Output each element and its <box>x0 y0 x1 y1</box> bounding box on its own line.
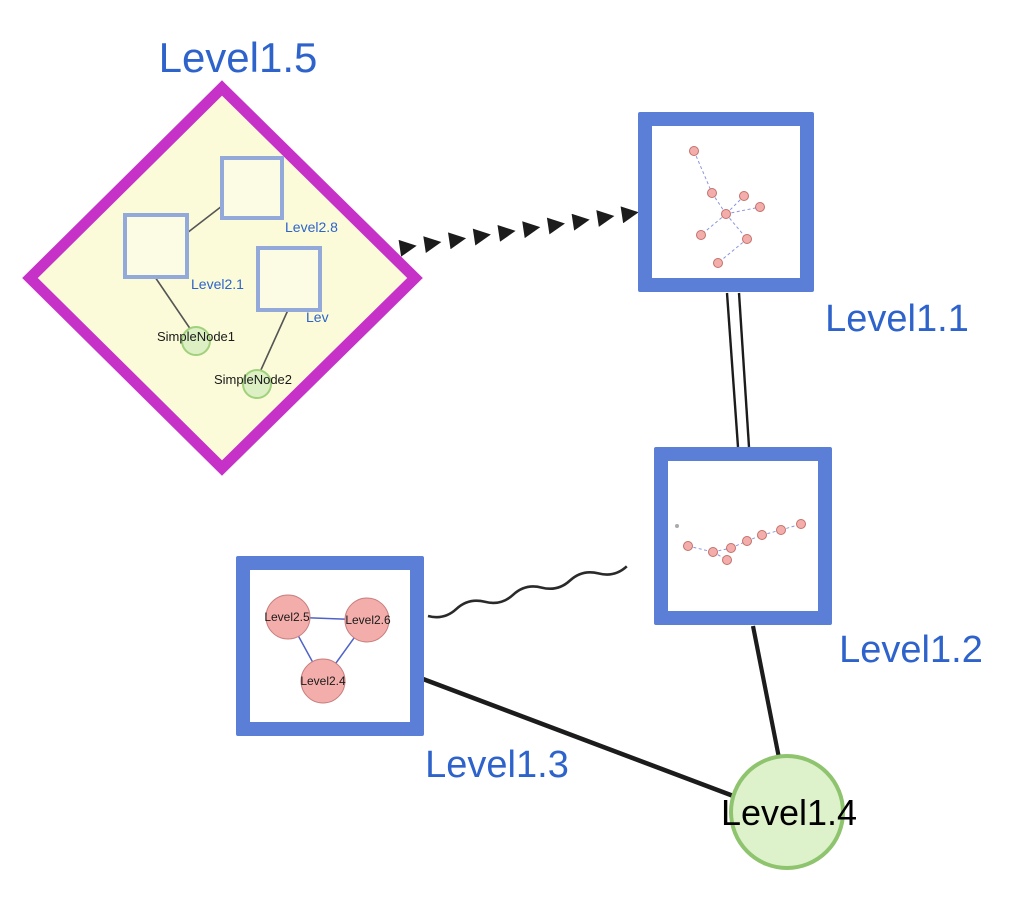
node-level12-mininodes <box>675 519 806 565</box>
mini-node <box>757 530 767 540</box>
edge-level21-simplenode1[interactable] <box>154 276 192 331</box>
node-level13-label: Level1.3 <box>425 744 569 786</box>
node-level15-diamond[interactable] <box>22 80 423 476</box>
mini-node <box>721 209 731 219</box>
node-simplenode2-label: SimpleNode2 <box>214 372 292 387</box>
node-simplenode1-circle[interactable] <box>181 326 211 356</box>
mini-edge <box>693 150 713 194</box>
node-level12-body[interactable] <box>668 461 818 611</box>
edge-level13-level14[interactable] <box>422 676 737 800</box>
mini-node <box>689 146 699 156</box>
node-level14-group: Level1.4 <box>721 754 857 870</box>
edge-level13-level12[interactable] <box>427 565 628 619</box>
node-level14-circle[interactable] <box>729 754 845 870</box>
edge-level15-level11[interactable] <box>398 206 639 257</box>
mini-edge <box>717 238 748 264</box>
node-level25-circle[interactable] <box>265 594 311 640</box>
mini-edge <box>711 192 727 215</box>
mini-node <box>742 234 752 244</box>
mini-node <box>742 536 752 546</box>
node-level11-body[interactable] <box>652 126 800 278</box>
mini-node <box>726 543 736 553</box>
mini-node <box>696 230 706 240</box>
edge-line[interactable] <box>737 292 751 448</box>
mini-edge <box>725 195 745 215</box>
mini-node <box>722 555 732 565</box>
mini-node <box>683 541 693 551</box>
mini-edge <box>687 545 714 553</box>
node-level21-label: Level2.1 <box>191 276 244 292</box>
node-level21-square[interactable] <box>123 213 189 279</box>
node-level25-label: Level2.5 <box>264 610 310 624</box>
node-level26-label: Level2.6 <box>345 613 391 627</box>
node-level12-label: Level1.2 <box>839 629 983 671</box>
mini-node <box>707 188 717 198</box>
edge-level12-level14[interactable] <box>750 625 782 759</box>
node-level11-minigraph <box>693 150 761 264</box>
edges-layer <box>398 206 782 800</box>
node-level28-label: Level2.8 <box>285 219 338 235</box>
node-level24-circle[interactable] <box>300 658 346 704</box>
node-level11-group: Level1.1 <box>638 112 969 340</box>
mini-node <box>776 525 786 535</box>
node-level13-group: Level2.5 Level2.6 Level2.4 Level1.3 <box>236 556 569 786</box>
mini-edge <box>725 206 761 215</box>
node-level15-label: Level1.5 <box>159 34 318 81</box>
edge-level21-level28[interactable] <box>186 205 223 234</box>
mini-node <box>755 202 765 212</box>
edge-level11-level12[interactable] <box>725 292 751 448</box>
node-simplenode2-circle[interactable] <box>242 369 272 399</box>
node-lev-square[interactable] <box>256 246 322 312</box>
mini-node <box>713 258 723 268</box>
node-level26-circle[interactable] <box>344 597 390 643</box>
node-level24-label: Level2.4 <box>300 674 346 688</box>
node-simplenode1-label: SimpleNode1 <box>157 329 235 344</box>
node-level12-group: Level1.2 <box>654 447 983 671</box>
node-lev-label: Lev <box>306 309 329 325</box>
edge-line[interactable] <box>725 292 740 448</box>
mini-node <box>708 547 718 557</box>
node-level14-label: Level1.4 <box>721 792 857 833</box>
mini-node <box>796 519 806 529</box>
node-level15-group: Level1.5 Level2.8 Level2.1 Lev SimpleNod… <box>22 34 423 476</box>
node-level11-mininodes <box>689 146 765 268</box>
node-level28-square[interactable] <box>220 156 284 220</box>
mini-node <box>739 191 749 201</box>
node-level11-label: Level1.1 <box>825 298 969 340</box>
edge-lev-simplenode2[interactable] <box>259 309 289 373</box>
mini-node-speck <box>675 524 679 528</box>
